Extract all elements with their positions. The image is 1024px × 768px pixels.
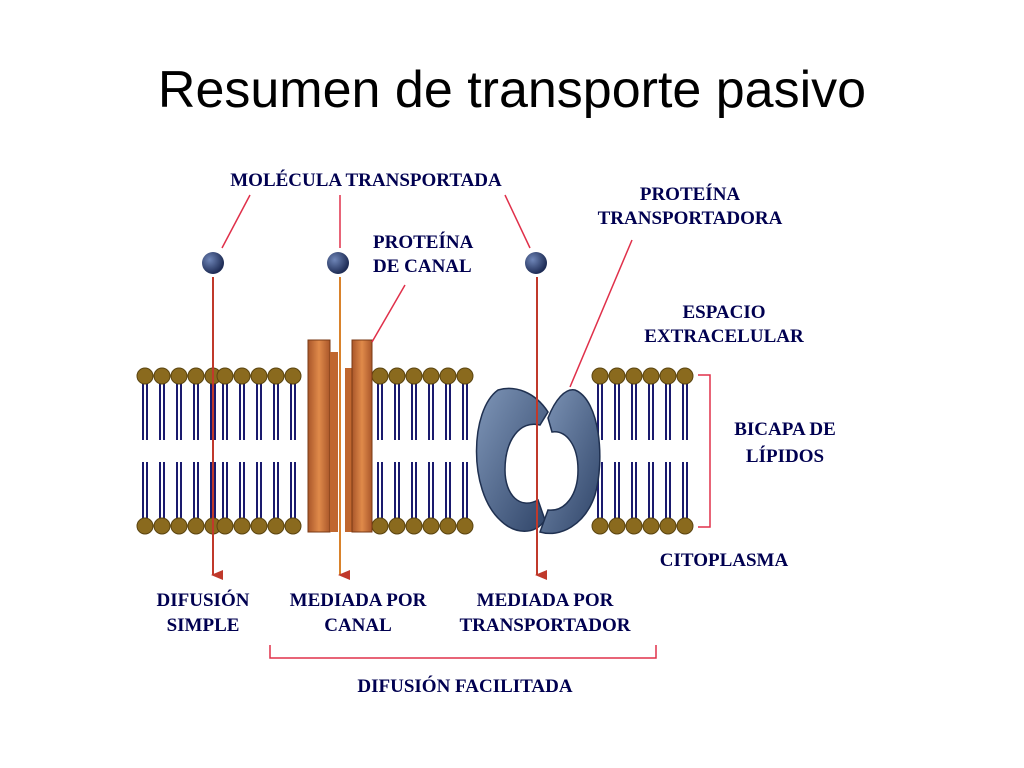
lipid-head	[187, 517, 205, 535]
lipid-head	[136, 517, 154, 535]
label-carrier-protein-2: TRANSPORTADORA	[598, 208, 783, 229]
lipid-head	[216, 367, 234, 385]
label-carrier-mediated-1: MEDIADA POR	[477, 590, 614, 611]
lipid-head	[625, 517, 643, 535]
label-channel-protein-1: PROTEÍNA	[373, 231, 474, 253]
lipid-head	[659, 367, 677, 385]
lipid-head	[456, 517, 474, 535]
lipid-head	[456, 367, 474, 385]
lipid-head	[405, 517, 423, 535]
label-channel-protein-2: DE CANAL	[373, 256, 472, 277]
lipid-head	[642, 517, 660, 535]
lipid-head	[371, 367, 389, 385]
label-channel-mediated-2: CANAL	[324, 615, 392, 636]
lipid-head	[371, 517, 389, 535]
lipid-bilayer	[136, 367, 694, 535]
lipid-head	[439, 517, 457, 535]
lipid-head	[439, 367, 457, 385]
lipid-head	[608, 517, 626, 535]
lipid-head	[170, 517, 188, 535]
lipid-head	[187, 367, 205, 385]
label-bilayer-1: BICAPA DE	[734, 419, 836, 440]
lipid-head	[284, 517, 302, 535]
lipid-head	[676, 367, 694, 385]
lipid-head	[153, 367, 171, 385]
lipid-head	[659, 517, 677, 535]
lipid-head	[608, 367, 626, 385]
lipid-head	[388, 367, 406, 385]
lipid-head	[388, 517, 406, 535]
lipid-head	[250, 517, 268, 535]
bilayer-bracket	[698, 374, 711, 528]
transport-arrows	[211, 277, 547, 580]
lipid-head	[170, 367, 188, 385]
label-carrier-protein-1: PROTEÍNA	[640, 183, 741, 205]
lipid-head	[216, 517, 234, 535]
label-simple-diffusion-1: DIFUSIÓN	[157, 589, 250, 611]
lipid-head	[422, 367, 440, 385]
lipid-head	[591, 367, 609, 385]
molecule-channel	[327, 252, 349, 274]
lipid-head	[250, 367, 268, 385]
carrier-protein	[475, 387, 601, 535]
lipid-head	[422, 517, 440, 535]
label-facilitated-diffusion: DIFUSIÓN FACILITADA	[357, 675, 572, 697]
lipid-head	[405, 367, 423, 385]
channel-protein	[307, 339, 373, 533]
lipid-head	[136, 367, 154, 385]
label-simple-diffusion-2: SIMPLE	[167, 615, 240, 636]
pointer-lines	[221, 194, 633, 388]
lipid-head	[233, 367, 251, 385]
lipid-head	[642, 367, 660, 385]
lipid-head	[233, 517, 251, 535]
label-channel-mediated-1: MEDIADA POR	[290, 590, 427, 611]
lipid-head	[625, 367, 643, 385]
label-extracellular-2: EXTRACELULAR	[644, 326, 804, 347]
molecule-carrier	[525, 252, 547, 274]
page-title: Resumen de transporte pasivo	[157, 61, 867, 119]
lipid-head	[267, 517, 285, 535]
label-bilayer-2: LÍPIDOS	[746, 445, 824, 467]
molecule-simple	[202, 252, 224, 274]
label-molecule: MOLÉCULA TRANSPORTADA	[230, 169, 502, 191]
label-carrier-mediated-2: TRANSPORTADOR	[459, 615, 630, 636]
lipid-head	[591, 517, 609, 535]
facilitated-bracket	[269, 645, 657, 659]
lipid-head	[676, 517, 694, 535]
lipid-head	[284, 367, 302, 385]
label-extracellular-1: ESPACIO	[682, 302, 765, 323]
molecules	[202, 252, 547, 274]
lipid-head	[267, 367, 285, 385]
lipid-head	[153, 517, 171, 535]
label-cytoplasm: CITOPLASMA	[660, 550, 789, 571]
